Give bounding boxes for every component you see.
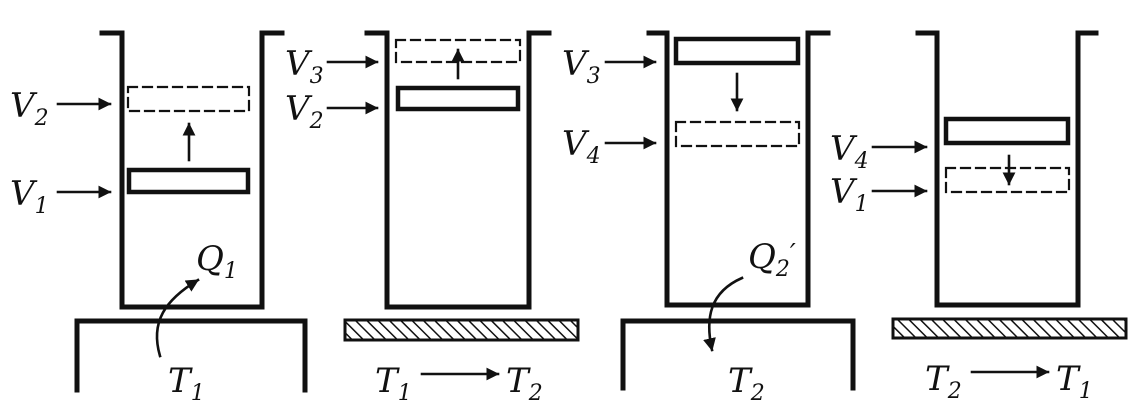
temperature-label-t2: T2	[728, 361, 765, 406]
insulating-plate	[343, 318, 580, 342]
piston	[673, 36, 801, 66]
cylinder	[915, 30, 1099, 308]
volume-label-v2: V2	[10, 86, 49, 131]
heat-flow-arrow-in	[155, 278, 200, 358]
temperature-change-target: T2	[506, 361, 543, 406]
cylinder	[99, 30, 285, 310]
cylinder	[646, 30, 831, 308]
volume-label-v3: V3	[285, 44, 324, 89]
piston	[943, 116, 1071, 146]
stage-2: V3 V2 T1 T2	[285, 30, 580, 406]
heat-flow-arrow-out	[703, 276, 744, 352]
piston-final-position	[944, 166, 1071, 194]
piston	[395, 85, 521, 112]
volume-label-v3: V3	[562, 44, 601, 89]
volume-label-v2: V2	[285, 89, 324, 134]
cylinder	[364, 30, 552, 310]
temperature-change-target: T1	[1056, 359, 1093, 404]
temperature-change-label: T2	[925, 359, 962, 404]
piston	[126, 167, 251, 195]
temperature-label-t1: T1	[168, 361, 205, 406]
stage-4: V4 V1 T2 T1	[830, 30, 1128, 404]
heat-label-q1: Q1	[196, 239, 238, 284]
volume-label-v4: V4	[562, 124, 601, 169]
heat-reservoir-hot	[74, 318, 308, 393]
heat-label-q2-prime: Q2′	[748, 237, 796, 282]
stage-1: V2 V1 Q1 T1	[10, 30, 308, 406]
piston-final-position	[394, 38, 522, 64]
piston-final-position	[126, 85, 251, 113]
insulating-plate	[891, 317, 1128, 340]
temperature-change-label: T1	[375, 361, 412, 406]
heat-reservoir-cold	[620, 318, 856, 391]
stage-3: V3 V4 Q2′ T2	[562, 30, 856, 406]
piston-final-position	[674, 120, 801, 148]
volume-label-v1: V1	[10, 174, 49, 219]
volume-label-v1: V1	[830, 172, 869, 217]
volume-label-v4: V4	[830, 129, 869, 174]
